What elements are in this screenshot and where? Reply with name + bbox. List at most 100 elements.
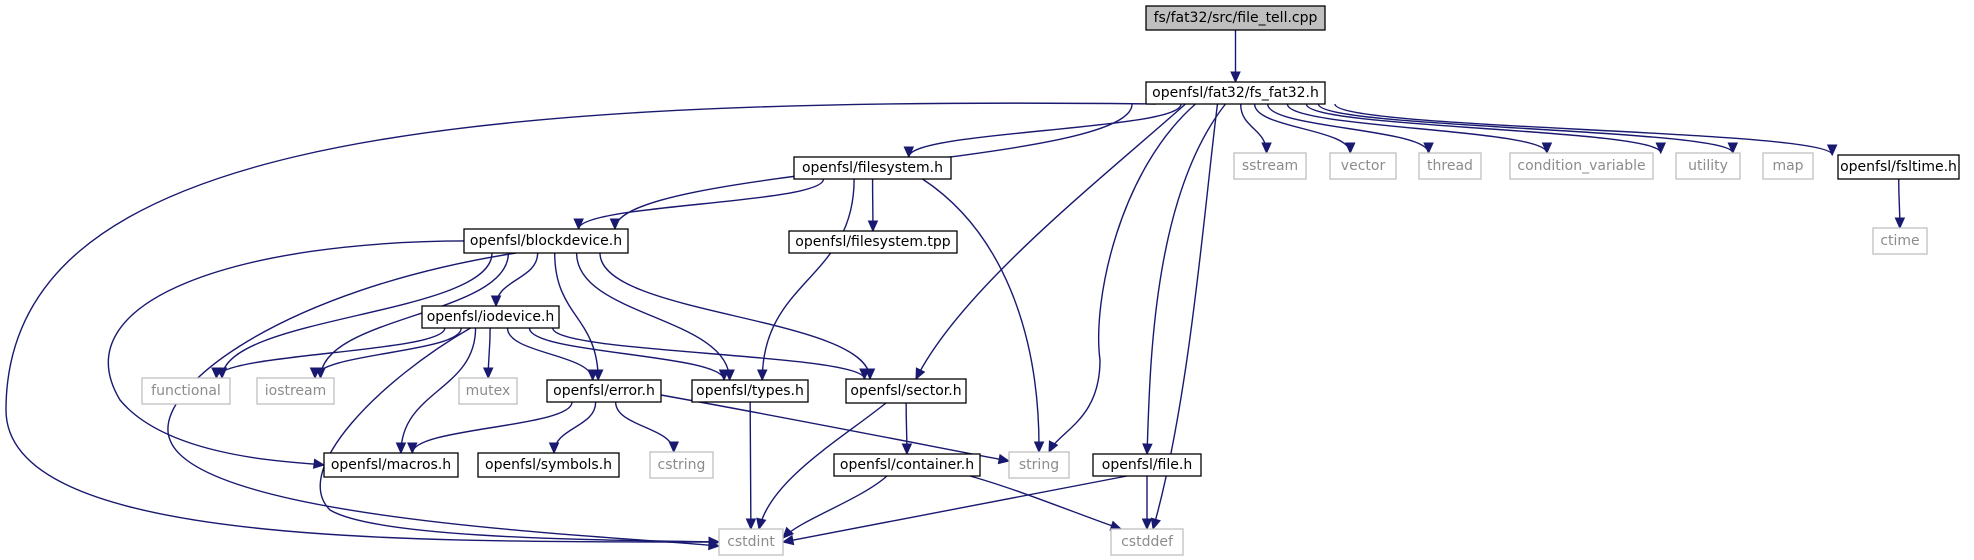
edge-fs_fat32-to-string bbox=[1048, 103, 1196, 454]
edge-line bbox=[575, 252, 731, 381]
edge-arrowhead bbox=[782, 526, 795, 539]
node-label: openfsl/blockdevice.h bbox=[470, 233, 622, 249]
edge-line bbox=[1146, 103, 1227, 455]
node-cstdint: cstdint bbox=[718, 528, 784, 556]
edge-line bbox=[577, 178, 825, 230]
node-openfsl-sector-h[interactable]: openfsl/sector.h bbox=[845, 378, 967, 404]
edge-arrowhead bbox=[211, 367, 222, 380]
node-box bbox=[1418, 152, 1482, 180]
node-label: openfsl/fat32/fs_fat32.h bbox=[1152, 85, 1319, 101]
edge-arrowhead bbox=[745, 518, 757, 531]
node-openfsl-symbols-h[interactable]: openfsl/symbols.h bbox=[477, 452, 620, 478]
node-box bbox=[421, 305, 560, 329]
edge-arrowhead bbox=[781, 534, 795, 546]
node-label: thread bbox=[1427, 158, 1473, 174]
edge-arrowhead bbox=[1541, 142, 1553, 155]
edge-line bbox=[5, 102, 1156, 543]
edge-arrowhead bbox=[915, 367, 926, 381]
edge-arrowhead bbox=[1141, 518, 1153, 531]
edge-iodevice-to-mutex bbox=[482, 327, 494, 380]
node-openfsl-iodevice-h[interactable]: openfsl/iodevice.h bbox=[421, 305, 560, 329]
node-label: openfsl/error.h bbox=[553, 383, 655, 399]
edge-arrowhead bbox=[587, 369, 598, 382]
edge-container-to-cstddef bbox=[969, 475, 1123, 531]
node-box bbox=[256, 377, 335, 405]
edge-arrowhead bbox=[309, 367, 321, 380]
node-openfsl-file-h[interactable]: openfsl/file.h bbox=[1092, 453, 1202, 477]
edge-filesystem-to-string bbox=[922, 178, 1045, 454]
node-label: sstream bbox=[1242, 158, 1298, 174]
node-sstream: sstream bbox=[1233, 152, 1307, 180]
edge-arrowhead bbox=[901, 443, 913, 456]
edge-line bbox=[495, 252, 539, 307]
edge-line bbox=[552, 327, 866, 380]
node-openfsl-macros-h[interactable]: openfsl/macros.h bbox=[323, 452, 459, 478]
node-openfsl-fsltime-h[interactable]: openfsl/fsltime.h bbox=[1837, 154, 1960, 180]
edge-error-to-macros bbox=[407, 401, 573, 455]
node-box bbox=[1762, 152, 1814, 180]
node-box bbox=[1092, 453, 1202, 477]
edge-fs_fat32-to-filesystem bbox=[903, 103, 1182, 159]
node-box bbox=[691, 379, 809, 403]
edge-line bbox=[761, 178, 855, 381]
node-label: map bbox=[1772, 158, 1803, 174]
node-label: openfsl/filesystem.h bbox=[802, 160, 943, 176]
edge-arrowhead bbox=[1655, 142, 1667, 155]
dependency-edges bbox=[5, 30, 1906, 551]
node-box bbox=[845, 378, 967, 404]
edge-arrowhead bbox=[756, 369, 768, 382]
node-label: openfsl/file.h bbox=[1102, 457, 1192, 473]
node-openfsl-filesystem-tpp[interactable]: openfsl/filesystem.tpp bbox=[788, 230, 958, 254]
edge-line bbox=[969, 475, 1122, 530]
edge-fsltime-to-ctime bbox=[1894, 178, 1906, 230]
node-openfsl-container-h[interactable]: openfsl/container.h bbox=[833, 453, 981, 477]
edge-line bbox=[215, 327, 446, 379]
edge-arrowhead bbox=[1727, 142, 1739, 155]
edge-line bbox=[599, 252, 871, 380]
edge-error-to-symbols bbox=[548, 401, 597, 455]
node-box bbox=[1329, 152, 1397, 180]
edge-arrowhead bbox=[1230, 71, 1241, 84]
edge-line bbox=[107, 240, 475, 466]
edge-line bbox=[411, 401, 573, 454]
node-box bbox=[1233, 152, 1307, 180]
node-fs-fat32-src-file-tell-cpp[interactable]: fs/fat32/src/file_tell.cpp bbox=[1145, 5, 1326, 31]
node-openfsl-filesystem-h[interactable]: openfsl/filesystem.h bbox=[793, 156, 952, 180]
edge-fs_fat32-to-map bbox=[1317, 103, 1739, 155]
edge-arrowhead bbox=[1826, 144, 1838, 157]
edge-line bbox=[506, 327, 594, 381]
node-condition-variable: condition_variable bbox=[1509, 152, 1654, 180]
edge-line bbox=[1317, 103, 1734, 154]
node-label: openfsl/iodevice.h bbox=[427, 309, 555, 325]
node-label: openfsl/sector.h bbox=[850, 383, 961, 399]
edge-filesystem-to-types bbox=[756, 178, 855, 382]
node-openfsl-blockdevice-h[interactable]: openfsl/blockdevice.h bbox=[463, 228, 629, 254]
node-box bbox=[1008, 451, 1070, 479]
edge-line bbox=[614, 401, 675, 453]
node-openfsl-error-h[interactable]: openfsl/error.h bbox=[546, 379, 662, 403]
edge-iodevice-to-macros bbox=[395, 327, 477, 455]
edge-line bbox=[400, 327, 477, 454]
node-label: openfsl/fsltime.h bbox=[1840, 159, 1957, 175]
node-box bbox=[1145, 81, 1326, 105]
edge-fs_fat32-to-fsltime bbox=[1334, 103, 1838, 157]
edge-iodevice-to-error bbox=[506, 327, 598, 382]
edge-blockdevice-to-error bbox=[554, 252, 604, 382]
edge-line bbox=[1048, 103, 1196, 453]
node-box bbox=[788, 230, 958, 254]
edge-blockdevice-to-iodevice bbox=[490, 252, 539, 308]
edge-arrowhead bbox=[1142, 443, 1153, 456]
edge-line bbox=[908, 103, 1182, 158]
node-label: mutex bbox=[466, 383, 511, 399]
node-label: utility bbox=[1688, 158, 1728, 174]
edge-iodevice-to-sector bbox=[552, 327, 870, 381]
edge-line bbox=[915, 103, 1186, 380]
node-openfsl-fat32-fs-fat32-h[interactable]: openfsl/fat32/fs_fat32.h bbox=[1145, 81, 1326, 105]
node-openfsl-types-h[interactable]: openfsl/types.h bbox=[691, 379, 809, 403]
edge-line bbox=[782, 475, 1128, 543]
edge-arrowhead bbox=[867, 220, 879, 233]
node-label: openfsl/symbols.h bbox=[485, 457, 612, 473]
edge-blockdevice-to-types bbox=[575, 252, 735, 382]
node-label: iostream bbox=[265, 383, 327, 399]
